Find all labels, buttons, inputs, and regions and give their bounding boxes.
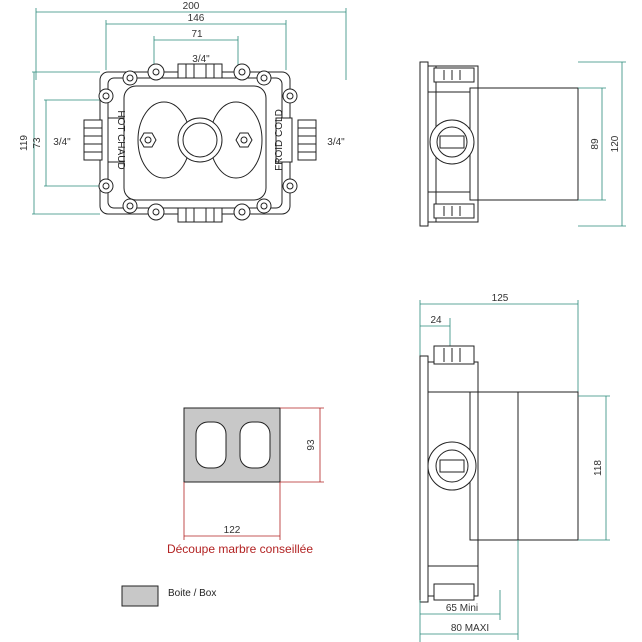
center-bore bbox=[177, 117, 223, 163]
right-boss bbox=[297, 119, 317, 161]
dim-146: 146 bbox=[188, 13, 205, 24]
side-view-top: 89 120 bbox=[419, 61, 626, 227]
dim-24: 24 bbox=[430, 315, 442, 326]
plate-bottom bbox=[419, 355, 429, 603]
dim-122: 122 bbox=[224, 525, 241, 536]
top-view: 200 146 71 3/4" 119 73 3/4" 3/4" bbox=[19, 1, 347, 223]
thread-top-label: 3/4" bbox=[192, 54, 210, 65]
top-boss bbox=[177, 63, 223, 79]
dim-71: 71 bbox=[191, 29, 203, 40]
dim-200: 200 bbox=[183, 1, 200, 12]
dim-120: 120 bbox=[610, 135, 621, 152]
legend: Boite / Box bbox=[121, 585, 216, 607]
mounting-lugs bbox=[98, 63, 298, 221]
side-sleeve bbox=[469, 87, 579, 201]
dim-65-mini: 65 Mini bbox=[446, 603, 478, 614]
dim-119: 119 bbox=[19, 135, 30, 151]
side-plate bbox=[419, 61, 429, 227]
cutout-hole-right bbox=[239, 421, 271, 469]
cutout-view: 93 122 Découpe marbre conseillée bbox=[167, 407, 324, 556]
cutout-caption: Découpe marbre conseillée bbox=[167, 542, 313, 556]
sleeve-bottom bbox=[469, 391, 579, 541]
thread-right-label: 3/4" bbox=[327, 137, 345, 148]
right-block-label: FROID COLD bbox=[274, 109, 285, 171]
dim-125: 125 bbox=[492, 293, 509, 304]
dim-89: 89 bbox=[590, 138, 601, 150]
dim-73: 73 bbox=[32, 137, 43, 149]
thread-left-label: 3/4" bbox=[53, 137, 71, 148]
dim-118: 118 bbox=[593, 460, 604, 476]
legend-label: Boite / Box bbox=[168, 588, 216, 599]
left-boss bbox=[83, 119, 103, 161]
left-block-label: HOT CHAUD bbox=[115, 110, 126, 169]
side-view-bottom: 125 24 118 65 Mini 80 MAXI bbox=[419, 293, 610, 642]
dim-80-maxi: 80 MAXI bbox=[451, 623, 489, 634]
dim-93: 93 bbox=[306, 439, 317, 451]
cutout-hole-left bbox=[195, 421, 227, 469]
legend-swatch bbox=[121, 585, 159, 607]
bottom-boss bbox=[177, 207, 223, 223]
